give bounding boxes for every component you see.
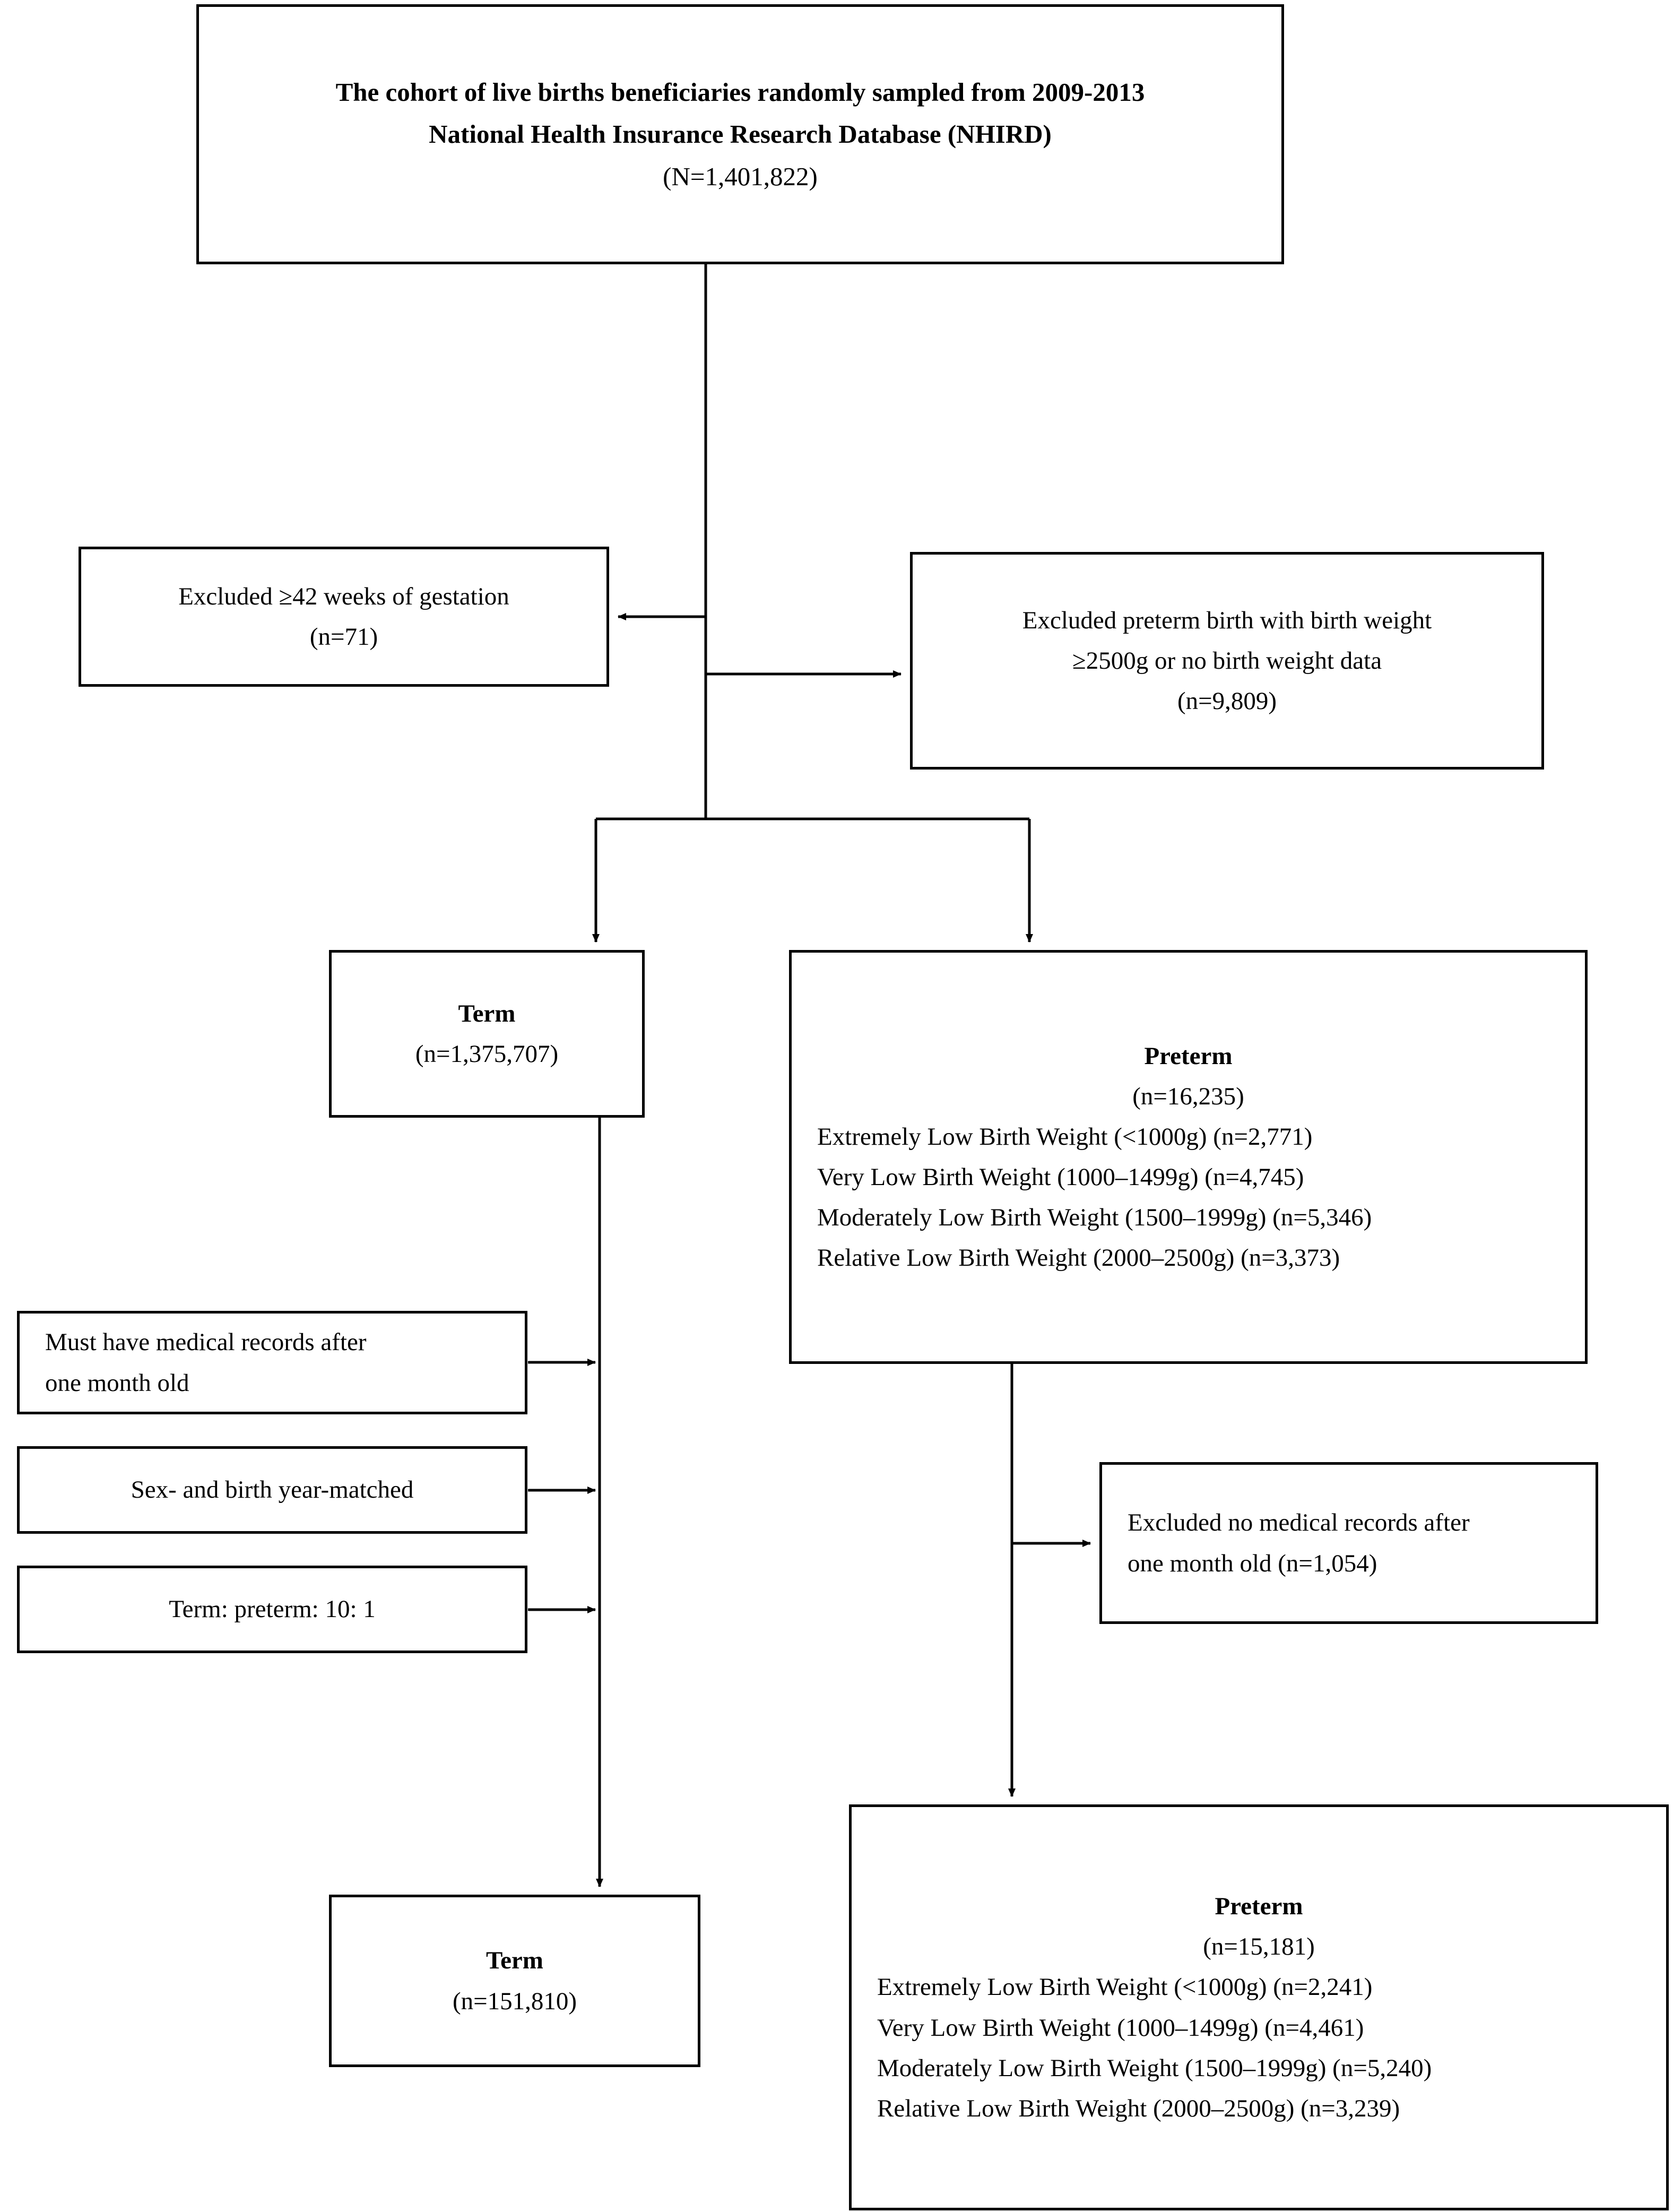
node-excluded-preterm-weight: Excluded preterm birth with birth weight… <box>910 552 1544 770</box>
node-excluded-no-records: Excluded no medical records after one mo… <box>1099 1462 1598 1624</box>
node-term-final: Term (n=151,810) <box>329 1895 700 2067</box>
node-criterion-sex-birthyear-matched: Sex- and birth year-matched <box>17 1446 527 1534</box>
cohort-line-2: National Health Insurance Research Datab… <box>429 119 1052 149</box>
cohort-count: (N=1,401,822) <box>663 161 818 191</box>
excluded-gestation-count: (n=71) <box>309 623 378 651</box>
criterion-records-line-1: Must have medical records after <box>45 1328 367 1356</box>
excluded-preterm-weight-line-2: ≥2500g or no birth weight data <box>1072 646 1382 675</box>
excluded-gestation-text: Excluded ≥42 weeks of gestation <box>178 582 509 610</box>
preterm-final-label: Preterm <box>1215 1893 1303 1921</box>
node-excluded-gestation: Excluded ≥42 weeks of gestation (n=71) <box>79 547 609 687</box>
node-criterion-medical-records: Must have medical records after one mont… <box>17 1311 527 1414</box>
term-initial-label: Term <box>458 999 516 1027</box>
preterm-initial-rlbw: Relative Low Birth Weight (2000–2500g) (… <box>817 1244 1340 1272</box>
preterm-final-rlbw: Relative Low Birth Weight (2000–2500g) (… <box>877 2094 1400 2122</box>
node-term-initial: Term (n=1,375,707) <box>329 950 645 1118</box>
preterm-final-vlbw: Very Low Birth Weight (1000–1499g) (n=4,… <box>877 2014 1364 2042</box>
excluded-no-records-line-1: Excluded no medical records after <box>1128 1509 1470 1537</box>
preterm-final-count: (n=15,181) <box>1203 1933 1315 1961</box>
preterm-initial-vlbw: Very Low Birth Weight (1000–1499g) (n=4,… <box>817 1163 1304 1191</box>
term-final-count: (n=151,810) <box>452 1987 577 2015</box>
preterm-final-elbw: Extremely Low Birth Weight (<1000g) (n=2… <box>877 1973 1373 2001</box>
excluded-preterm-weight-count: (n=9,809) <box>1177 687 1277 715</box>
preterm-initial-mlbw: Moderately Low Birth Weight (1500–1999g)… <box>817 1204 1372 1232</box>
preterm-initial-elbw: Extremely Low Birth Weight (<1000g) (n=2… <box>817 1122 1313 1151</box>
preterm-initial-label: Preterm <box>1144 1042 1233 1070</box>
criterion-ratio-text: Term: preterm: 10: 1 <box>169 1595 376 1623</box>
preterm-initial-count: (n=16,235) <box>1132 1082 1244 1110</box>
term-initial-count: (n=1,375,707) <box>415 1040 559 1068</box>
node-cohort-source: The cohort of live births beneficiaries … <box>196 4 1284 264</box>
excluded-no-records-line-2: one month old (n=1,054) <box>1128 1549 1377 1577</box>
node-preterm-initial: Preterm (n=16,235) Extremely Low Birth W… <box>789 950 1588 1364</box>
preterm-final-mlbw: Moderately Low Birth Weight (1500–1999g)… <box>877 2054 1432 2082</box>
term-final-label: Term <box>486 1947 543 1975</box>
criterion-records-line-2: one month old <box>45 1369 189 1397</box>
node-preterm-final: Preterm (n=15,181) Extremely Low Birth W… <box>849 1804 1669 2210</box>
excluded-preterm-weight-line-1: Excluded preterm birth with birth weight <box>1022 606 1432 634</box>
node-criterion-term-preterm-ratio: Term: preterm: 10: 1 <box>17 1566 527 1653</box>
criterion-matched-text: Sex- and birth year-matched <box>131 1476 414 1504</box>
cohort-line-1: The cohort of live births beneficiaries … <box>335 77 1145 107</box>
